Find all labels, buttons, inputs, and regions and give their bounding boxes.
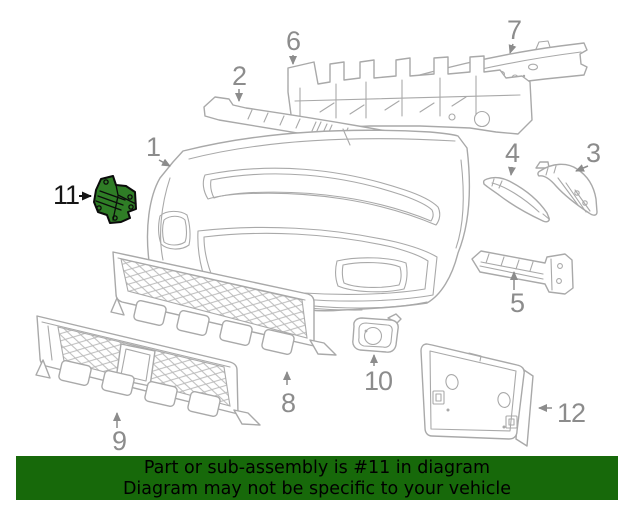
part-9-grille-lower (35, 315, 261, 426)
banner-line-1: Part or sub-assembly is #11 in diagram (143, 458, 491, 478)
part-10-fog-lamp-bezel (352, 313, 402, 353)
callout-label-8: 8 (281, 388, 295, 418)
part-11-mounting-bracket-highlighted (93, 175, 137, 224)
callout-label-12: 12 (557, 398, 585, 428)
callout-label-5: 5 (510, 288, 524, 318)
callout-arrow-7 (508, 43, 517, 54)
banner-line-2: Diagram may not be specific to your vehi… (122, 478, 512, 499)
highlight-note-banner: Part or sub-assembly is #11 in diagram D… (16, 456, 618, 500)
callout-arrow-1 (158, 158, 171, 167)
part-8-grille-upper (110, 251, 337, 356)
callout-arrows (79, 43, 589, 428)
callout-label-6: 6 (286, 26, 300, 56)
callout-label-3: 3 (586, 138, 600, 168)
part-6-impact-absorber (287, 55, 533, 135)
callout-labels: 1 2 3 4 5 6 7 8 9 10 11 12 (53, 15, 601, 456)
part-12-license-plate-bracket (420, 343, 534, 447)
part-5-side-support-bracket (471, 250, 574, 295)
callout-arrow-4 (508, 166, 516, 176)
callout-arrow-3 (575, 164, 589, 172)
callout-label-2: 2 (232, 61, 246, 91)
part-3-bracket-outer (535, 161, 598, 216)
callout-label-1: 1 (146, 132, 160, 162)
callout-label-11-highlighted: 11 (53, 180, 79, 210)
callout-label-10: 10 (364, 366, 392, 396)
callout-label-9: 9 (112, 426, 126, 456)
callout-label-4: 4 (505, 138, 520, 168)
part-4-bracket-inner (482, 176, 550, 223)
callout-label-7: 7 (507, 15, 521, 45)
